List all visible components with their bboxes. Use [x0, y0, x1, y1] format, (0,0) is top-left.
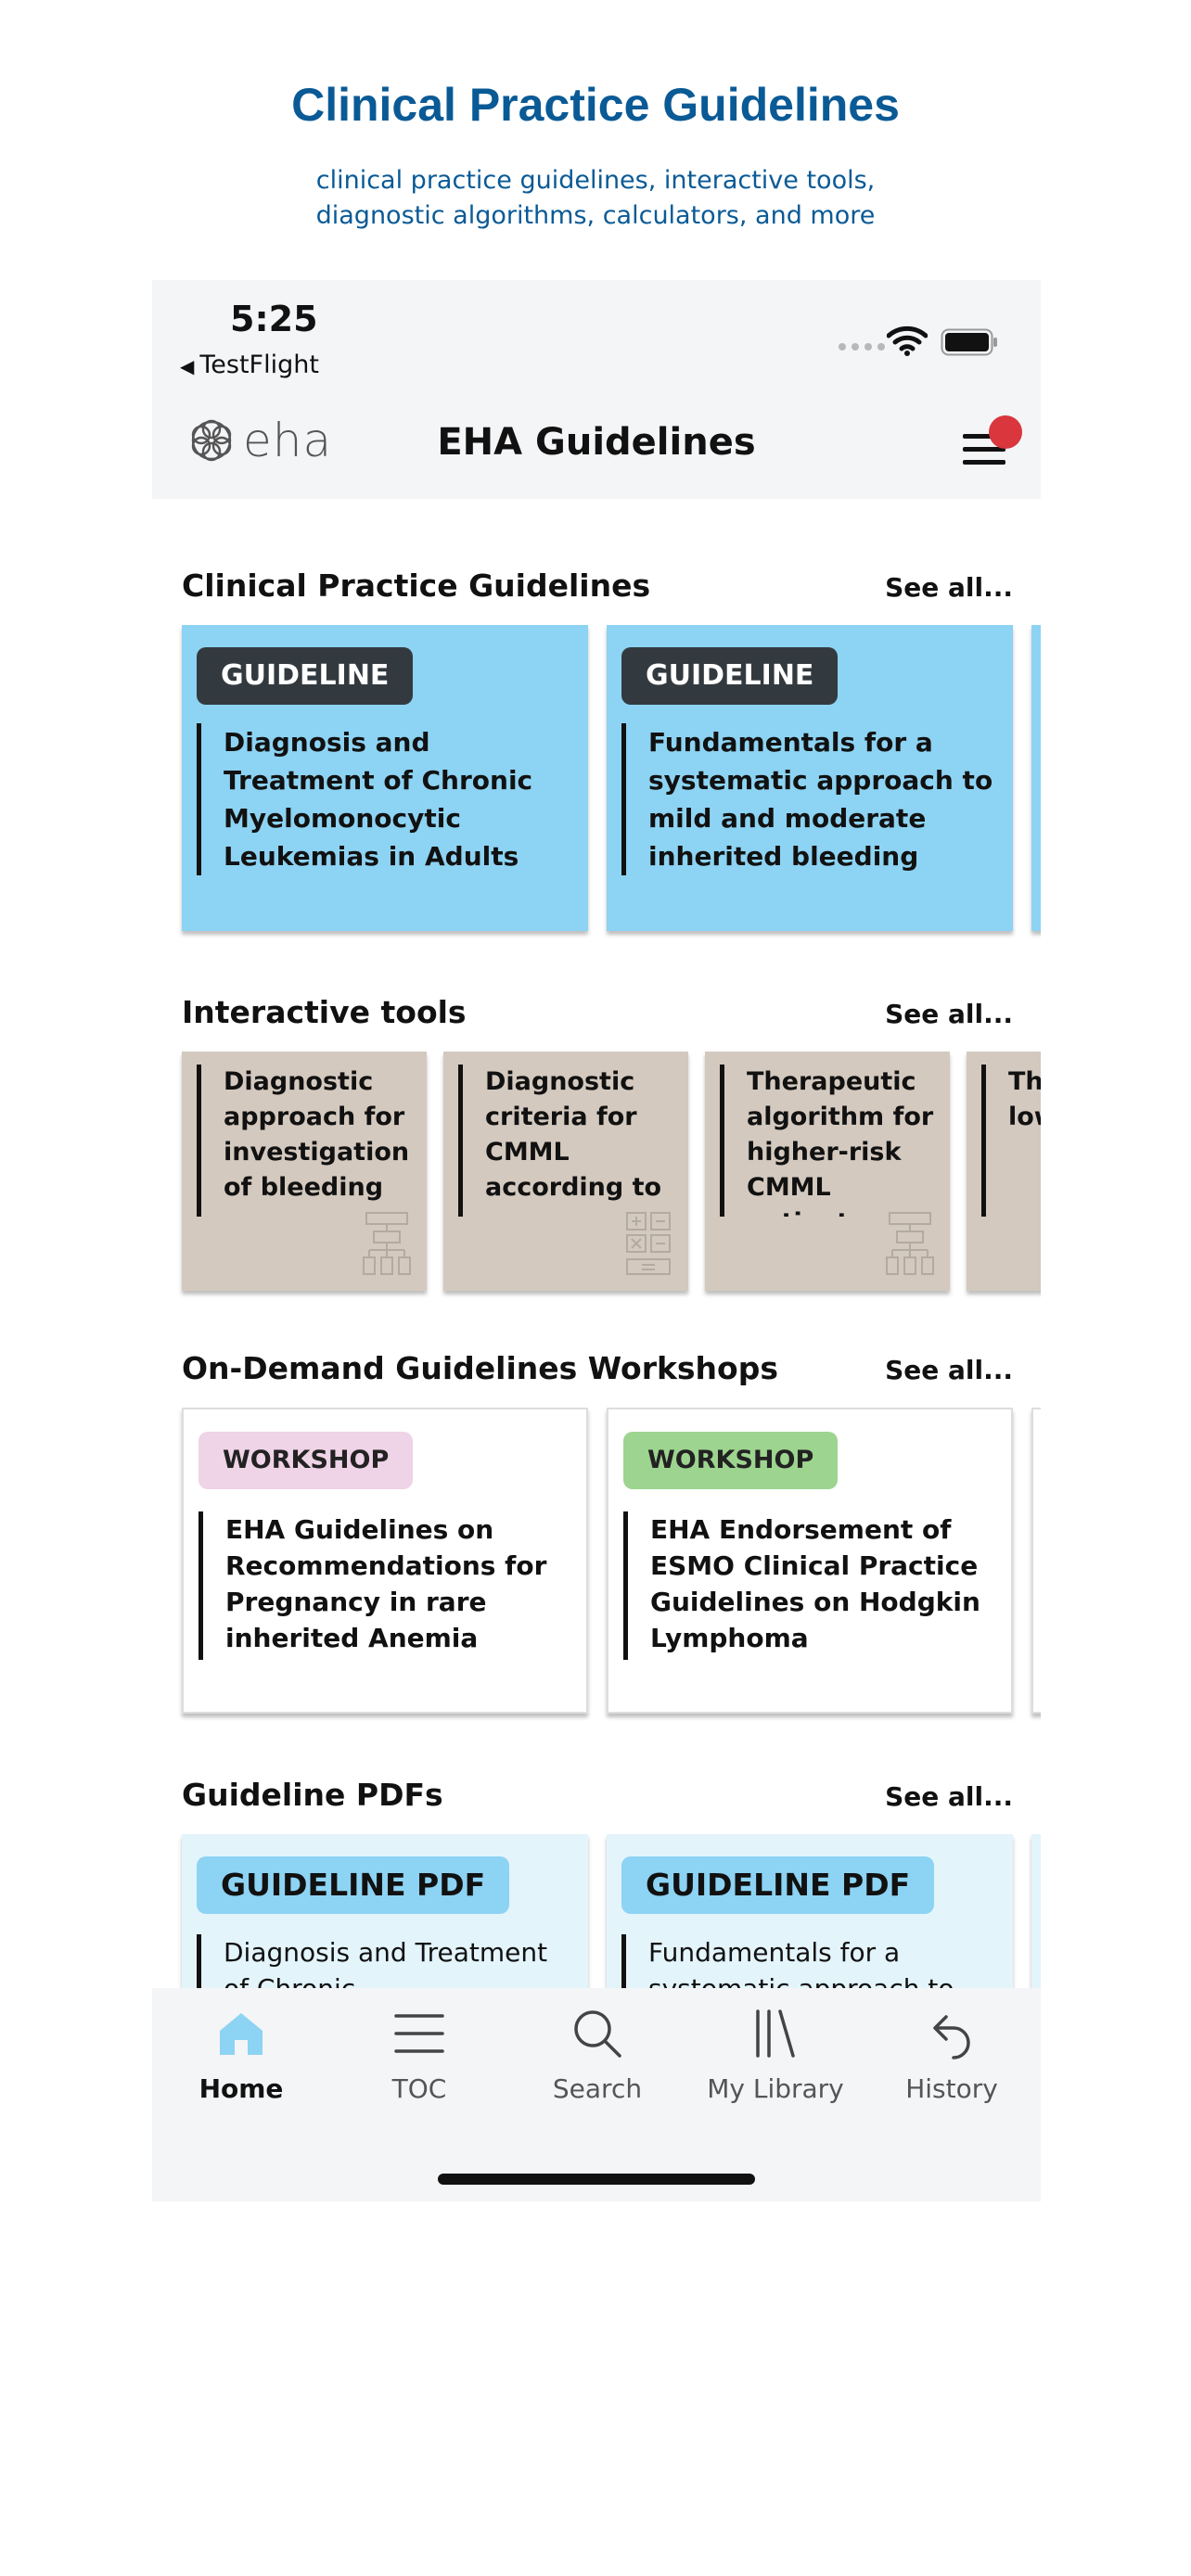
flowchart-icon [363, 1212, 411, 1275]
page-title: EHA Guidelines [437, 421, 756, 464]
nav-bar: eha EHA Guidelines [152, 401, 1041, 499]
menu-button[interactable] [961, 415, 1022, 477]
workshop-title: EHA Endorsement of ESMO Clinical Practic… [623, 1511, 1000, 1660]
guideline-tag: GUIDELINE [621, 647, 839, 705]
see-all-guidelines-link[interactable]: See all... [885, 572, 1013, 603]
section-header-tools: Interactive tools See all... [182, 994, 1013, 1030]
tab-label: My Library [707, 2073, 844, 2104]
section-title: Interactive tools [182, 994, 467, 1030]
status-bar: 5:25 ◀TestFlight [152, 280, 1041, 401]
hamburger-icon-bar [963, 460, 1005, 465]
section-title: Guideline PDFs [182, 1777, 443, 1813]
hero-title: Clinical Practice Guidelines [291, 79, 900, 131]
tab-label: Search [552, 2073, 643, 2104]
guideline-card[interactable]: GUIDELINE Diagnosis and Treatment of Chr… [182, 625, 588, 931]
workshop-tag: WORKSHOP [623, 1432, 839, 1489]
tab-bar: Home TOC Search My Libr [152, 1988, 1041, 2201]
tab-label: Home [198, 2073, 284, 2104]
tool-title: Diagnostic criteria for CMML according t… [458, 1065, 681, 1217]
guideline-card-partial[interactable] [1031, 625, 1041, 931]
tab-my-library[interactable]: My Library [686, 2001, 864, 2104]
wifi-icon [887, 325, 928, 356]
search-icon [574, 2010, 621, 2058]
home-indicator[interactable] [438, 2174, 755, 2185]
tool-card[interactable]: Diagnostic criteria for CMML according t… [443, 1052, 688, 1291]
cellular-signal-icon [839, 343, 885, 351]
section-title: Clinical Practice Guidelines [182, 567, 651, 604]
workshops-carousel[interactable]: WORKSHOP EHA Guidelines on Recommendatio… [182, 1408, 1041, 1714]
workshop-title: EHA Guidelines on Recommendations for Pr… [198, 1511, 575, 1660]
tool-title: Therapeutic algorithm for higher-risk CM… [720, 1065, 942, 1217]
workshop-card-partial[interactable] [1031, 1408, 1041, 1714]
back-arrow-icon: ◀ [180, 355, 195, 377]
pdf-card-partial[interactable] [1031, 1834, 1041, 2140]
workshop-card[interactable]: WORKSHOP EHA Guidelines on Recommendatio… [182, 1408, 588, 1714]
phone-screen: 5:25 ◀TestFlight [152, 280, 1041, 2201]
section-header-pdfs: Guideline PDFs See all... [182, 1777, 1013, 1813]
guideline-card[interactable]: GUIDELINE Fundamentals for a systematic … [607, 625, 1013, 931]
section-title: On-Demand Guidelines Workshops [182, 1350, 778, 1386]
pdf-tag: GUIDELINE PDF [621, 1856, 935, 1914]
guideline-tag: GUIDELINE [197, 647, 414, 705]
status-time: 5:25 [230, 299, 318, 339]
tool-card-partial[interactable]: Th... alg... low... CM... [967, 1052, 1041, 1291]
home-icon [220, 2013, 263, 2055]
calculator-icon [626, 1212, 671, 1275]
library-icon [756, 2009, 795, 2058]
tab-home[interactable]: Home [152, 2001, 330, 2104]
hero-subtitle-line: clinical practice guidelines, interactiv… [315, 166, 876, 195]
tab-toc[interactable]: TOC [330, 2001, 508, 2104]
tab-label: TOC [391, 2073, 447, 2104]
section-header-workshops: On-Demand Guidelines Workshops See all..… [182, 1350, 1013, 1386]
workshop-tag: WORKSHOP [198, 1432, 414, 1489]
tab-label: History [905, 2073, 998, 2104]
eha-logo-icon [191, 419, 232, 462]
eha-logo: eha [187, 414, 332, 467]
tool-title: Diagnostic approach for investigation of… [197, 1065, 419, 1217]
eha-logo-text: eha [243, 414, 333, 467]
hero-subtitle-line: diagnostic algorithms, calculators, and … [315, 201, 876, 230]
battery-icon [941, 328, 997, 356]
back-label: TestFlight [199, 351, 319, 379]
undo-icon [933, 2015, 970, 2060]
see-all-tools-link[interactable]: See all... [885, 999, 1013, 1029]
tool-card[interactable]: Diagnostic approach for investigation of… [182, 1052, 427, 1291]
workshop-card[interactable]: WORKSHOP EHA Endorsement of ESMO Clinica… [607, 1408, 1013, 1714]
list-icon [394, 2014, 444, 2053]
tool-title: Th... alg... low... CM... [981, 1065, 1041, 1217]
pdf-card[interactable]: GUIDELINE PDF Diagnosis and Treatment of… [182, 1834, 588, 2140]
tools-carousel[interactable]: Diagnostic approach for investigation of… [182, 1052, 1041, 1291]
section-header-guidelines: Clinical Practice Guidelines See all... [182, 567, 1013, 604]
back-to-testflight[interactable]: ◀TestFlight [180, 351, 319, 379]
hero-subtitle: clinical practice guidelines, interactiv… [0, 163, 1191, 234]
guidelines-carousel[interactable]: GUIDELINE Diagnosis and Treatment of Chr… [182, 625, 1041, 931]
tool-card[interactable]: Therapeutic algorithm for higher-risk CM… [705, 1052, 950, 1291]
see-all-workshops-link[interactable]: See all... [885, 1355, 1013, 1385]
hamburger-icon-bar [963, 447, 1005, 452]
tab-search[interactable]: Search [508, 2001, 686, 2104]
see-all-pdfs-link[interactable]: See all... [885, 1781, 1013, 1812]
guideline-title: Diagnosis and Treatment of Chronic Myelo… [197, 723, 573, 875]
flowchart-icon [886, 1212, 934, 1275]
hamburger-icon [963, 434, 1005, 439]
pdf-tag: GUIDELINE PDF [197, 1856, 510, 1914]
guideline-title: Fundamentals for a systematic approach t… [621, 723, 998, 875]
notification-badge [989, 415, 1022, 449]
tab-history[interactable]: History [863, 2001, 1041, 2104]
